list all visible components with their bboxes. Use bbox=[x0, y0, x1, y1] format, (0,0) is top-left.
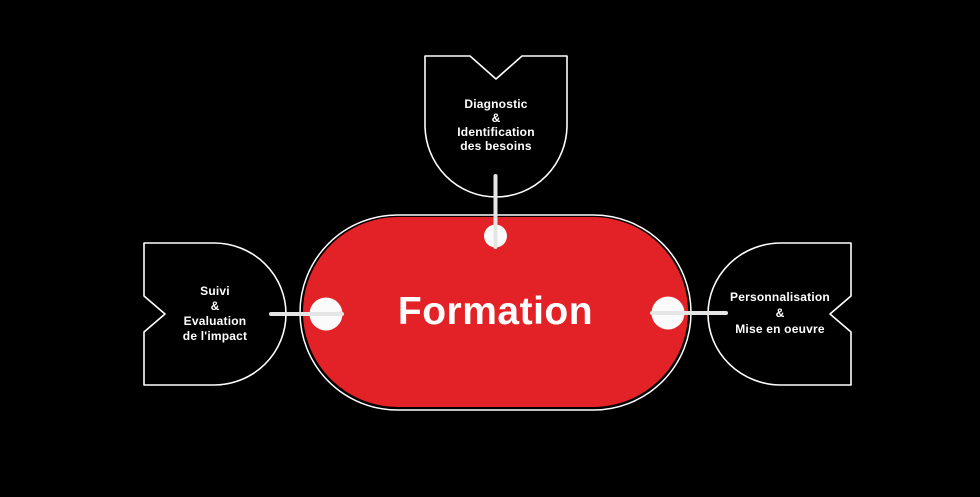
center-label-formation: Formation bbox=[397, 290, 594, 333]
node-label-personnalisation: Personnalisation & Mise en oeuvre bbox=[709, 289, 851, 337]
node-label-line: Mise en oeuvre bbox=[735, 322, 825, 336]
node-label-line: & bbox=[491, 111, 501, 125]
node-label-line: des besoins bbox=[460, 139, 532, 153]
node-label-line: & bbox=[210, 299, 220, 313]
node-label-line: Diagnostic bbox=[464, 97, 528, 111]
formation-pill bbox=[303, 217, 688, 407]
node-label-line: Suivi bbox=[200, 284, 230, 298]
node-shape-diagnostic bbox=[424, 55, 568, 198]
node-label-suivi: Suivi & Evaluation de l'impact bbox=[144, 284, 286, 344]
node-label-line: de l'impact bbox=[182, 329, 248, 343]
node-label-line: Evaluation bbox=[183, 314, 247, 328]
node-label-diagnostic: Diagnostic & Identification des besoins bbox=[425, 97, 567, 153]
node-label-line: Identification bbox=[457, 125, 535, 139]
node-shape-suivi bbox=[143, 242, 287, 386]
node-shape-personnalisation bbox=[707, 242, 852, 386]
node-label-line: Personnalisation bbox=[730, 290, 830, 304]
node-label-line: & bbox=[775, 306, 785, 320]
